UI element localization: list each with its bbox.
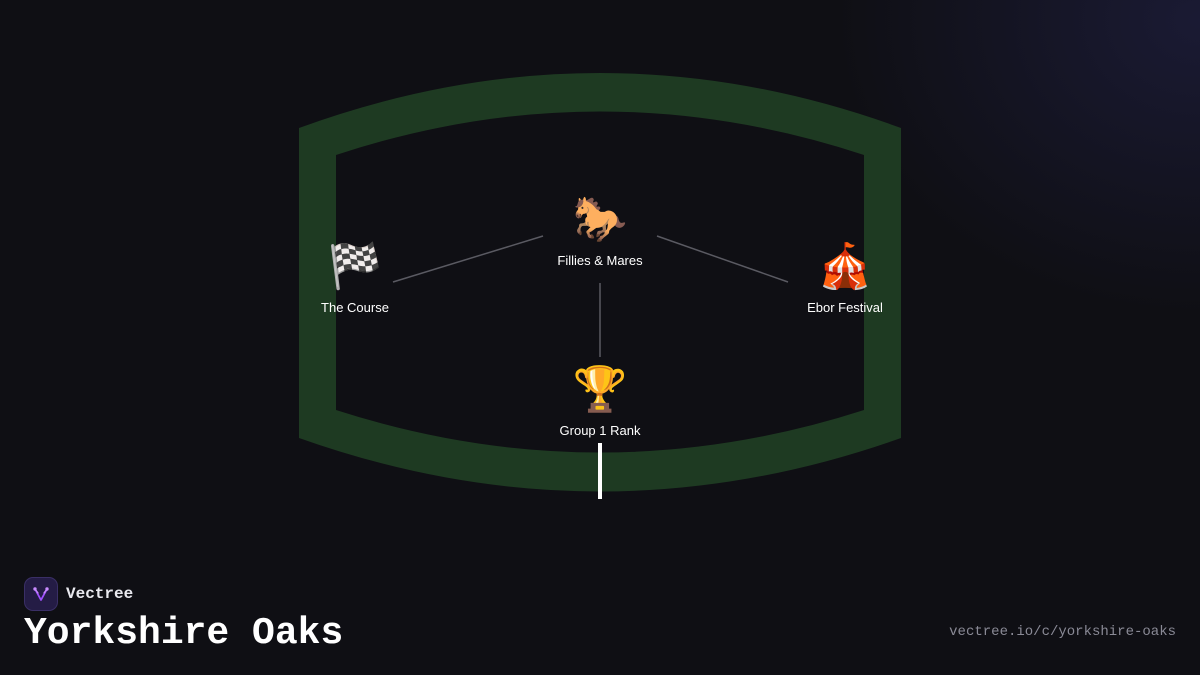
page-url[interactable]: vectree.io/c/yorkshire-oaks [949,624,1176,640]
connector-center-right [656,235,789,283]
node-group-1-rank[interactable]: 🏆 Group 1 Rank [520,364,680,439]
node-label: The Course [321,300,389,315]
racetrack-outline [299,73,901,492]
checkered-flag-icon: 🏁 [327,241,383,292]
trophy-icon: 🏆 [572,364,628,415]
node-label: Fillies & Mares [557,253,643,268]
node-the-course[interactable]: 🏁 The Course [275,241,435,316]
page-title: Yorkshire Oaks [24,612,344,655]
finish-post [598,443,602,499]
horse-icon: 🐎 [572,194,628,245]
node-ebor-festival[interactable]: 🎪 Ebor Festival [765,241,925,316]
node-label: Ebor Festival [807,300,883,315]
circus-tent-icon: 🎪 [817,241,873,292]
node-label: Group 1 Rank [559,423,641,438]
node-fillies-mares[interactable]: 🐎 Fillies & Mares [520,194,680,269]
brand-name: Vectree [66,585,134,603]
vectree-logo-icon [24,577,58,611]
connector-center-left [392,235,544,283]
brand[interactable]: Vectree [24,577,133,611]
